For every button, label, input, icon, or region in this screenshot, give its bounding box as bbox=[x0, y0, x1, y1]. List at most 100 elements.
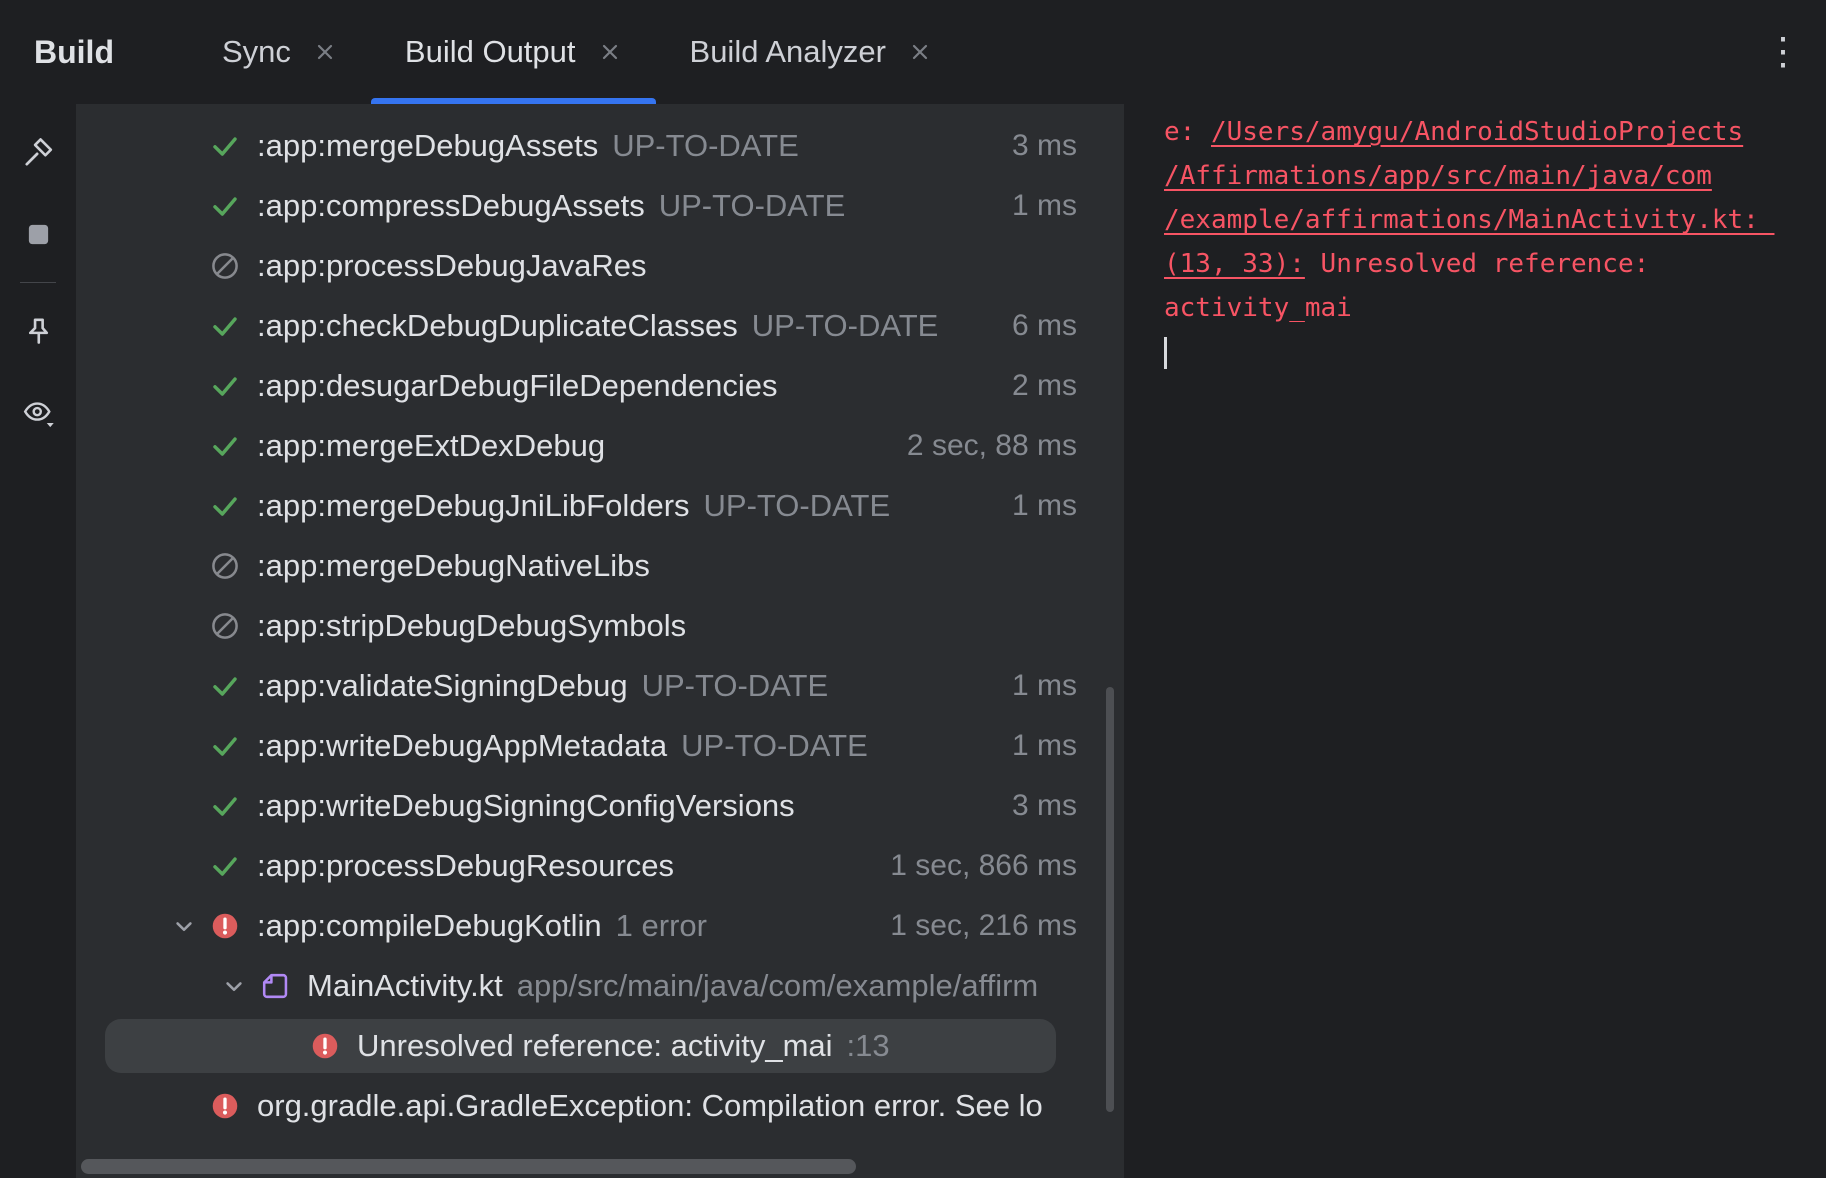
console-line: /example/affirmations/MainActivity.kt: bbox=[1164, 198, 1810, 242]
console-error-text: activity_mai bbox=[1164, 293, 1352, 323]
tree-row-detail: UP-TO-DATE bbox=[612, 128, 799, 163]
tree-row-label: Unresolved reference: activity_mai bbox=[357, 1028, 833, 1063]
console-file-link[interactable]: (13, 33): bbox=[1164, 249, 1305, 279]
tree-row[interactable]: Unresolved reference: activity_mai :13 bbox=[76, 1016, 1124, 1076]
tool-window-title: Build bbox=[34, 33, 114, 70]
chevron-down-icon[interactable] bbox=[161, 910, 207, 942]
tree-row-label: MainActivity.kt bbox=[307, 968, 503, 1003]
tree-row-label: org.gradle.api.GradleException: Compilat… bbox=[257, 1088, 1043, 1123]
tree-row-label: :app:validateSigningDebug bbox=[257, 668, 628, 703]
pin-icon[interactable] bbox=[16, 309, 60, 353]
close-icon[interactable] bbox=[908, 40, 932, 64]
chevron-slot-empty bbox=[161, 310, 207, 342]
chevron-slot-empty bbox=[261, 1030, 307, 1062]
chevron-slot-empty bbox=[161, 1090, 207, 1122]
success-check-icon bbox=[209, 850, 241, 882]
success-check-icon bbox=[209, 190, 241, 222]
tree-row-label: :app:processDebugResources bbox=[257, 848, 675, 883]
skipped-task-icon bbox=[209, 610, 241, 642]
chevron-slot-empty bbox=[161, 730, 207, 762]
error-icon bbox=[209, 910, 241, 942]
error-icon bbox=[209, 1090, 241, 1122]
tree-row-label: :app:compressDebugAssets bbox=[257, 188, 645, 223]
console-line: /Affirmations/app/src/main/java/com bbox=[1164, 154, 1810, 198]
tree-row[interactable]: :app:processDebugJavaRes bbox=[76, 236, 1124, 296]
console-file-link[interactable]: /Users/amygu/AndroidStudioProjects bbox=[1210, 117, 1744, 147]
tree-row-detail: :13 bbox=[846, 1028, 890, 1063]
header-spacer bbox=[966, 0, 1740, 104]
chevron-slot-empty bbox=[161, 850, 207, 882]
show-filter-eye-icon[interactable] bbox=[16, 391, 60, 435]
console-caret-line bbox=[1164, 330, 1810, 374]
success-check-icon bbox=[209, 310, 241, 342]
tree-row-label: :app:stripDebugDebugSymbols bbox=[257, 608, 687, 643]
tab-build-analyzer[interactable]: Build Analyzer bbox=[656, 0, 966, 104]
more-options-icon[interactable]: ⋮ bbox=[1764, 31, 1802, 73]
tree-row[interactable]: :app:mergeExtDexDebug 2 sec, 88 ms bbox=[76, 416, 1124, 476]
tree-row-detail: UP-TO-DATE bbox=[751, 308, 939, 343]
success-check-icon bbox=[209, 790, 241, 822]
tree-row-detail: UP-TO-DATE bbox=[681, 728, 868, 763]
tree-row-duration: 2 sec, 88 ms bbox=[906, 429, 1077, 462]
stop-square-icon[interactable] bbox=[16, 212, 60, 256]
chevron-slot-empty bbox=[161, 610, 207, 642]
tree-row-label: :app:desugarDebugFileDependencies bbox=[257, 368, 778, 403]
tree-row-duration: 1 ms bbox=[1011, 189, 1077, 222]
horizontal-scrollbar[interactable] bbox=[81, 1159, 856, 1174]
build-hammer-icon[interactable] bbox=[16, 130, 60, 174]
tree-row-label: :app:mergeExtDexDebug bbox=[257, 428, 606, 463]
tree-row-label: :app:writeDebugSigningConfigVersions bbox=[257, 788, 795, 823]
tab-sync[interactable]: Sync bbox=[188, 0, 371, 104]
console-file-link[interactable]: /Affirmations/app/src/main/java/com bbox=[1164, 161, 1712, 191]
console-line: e: /Users/amygu/AndroidStudioProjects bbox=[1164, 110, 1810, 154]
close-icon[interactable] bbox=[313, 40, 337, 64]
tree-row-duration: 3 ms bbox=[1011, 129, 1077, 162]
console-error-text: e: bbox=[1164, 117, 1211, 147]
tab-build-output[interactable]: Build Output bbox=[370, 0, 656, 104]
vertical-scrollbar[interactable] bbox=[1106, 687, 1114, 1112]
chevron-down-icon[interactable] bbox=[211, 970, 257, 1002]
tab-label: Build Output bbox=[404, 34, 576, 69]
tree-row-label: :app:mergeDebugJniLibFolders bbox=[257, 488, 690, 523]
tree-row-detail: UP-TO-DATE bbox=[641, 668, 829, 703]
chevron-slot-empty bbox=[161, 550, 207, 582]
close-icon[interactable] bbox=[598, 40, 622, 64]
chevron-slot-empty bbox=[161, 370, 207, 402]
console-error-text: Unresolved reference: bbox=[1304, 249, 1650, 279]
left-toolbar bbox=[0, 104, 76, 1178]
tree-row[interactable]: :app:validateSigningDebug UP-TO-DATE 1 ms bbox=[76, 656, 1124, 716]
console-file-link[interactable]: /example/affirmations/MainActivity.kt: bbox=[1164, 205, 1775, 235]
tab-label: Sync bbox=[221, 34, 291, 69]
text-cursor bbox=[1164, 336, 1167, 369]
tree-row[interactable]: :app:mergeDebugNativeLibs bbox=[76, 536, 1124, 596]
chevron-slot-empty bbox=[161, 130, 207, 162]
tree-row-duration: 1 sec, 216 ms bbox=[890, 909, 1077, 942]
tree-row-duration: 1 ms bbox=[1011, 669, 1077, 702]
tree-row[interactable]: :app:processDebugResources 1 sec, 866 ms bbox=[76, 836, 1124, 896]
tree-row-duration: 1 ms bbox=[1011, 489, 1077, 522]
console-line: activity_mai bbox=[1164, 286, 1810, 330]
tree-row-label: :app:processDebugJavaRes bbox=[257, 248, 647, 283]
success-check-icon bbox=[209, 430, 241, 462]
tab-bar: Sync Build Output Build Analyzer bbox=[188, 0, 966, 104]
tree-row[interactable]: org.gradle.api.GradleException: Compilat… bbox=[76, 1076, 1124, 1136]
tree-row-duration: 1 ms bbox=[1011, 729, 1077, 762]
skipped-task-icon bbox=[209, 250, 241, 282]
skipped-task-icon bbox=[209, 550, 241, 582]
tree-row-label: :app:mergeDebugNativeLibs bbox=[257, 548, 650, 583]
tree-row[interactable]: :app:stripDebugDebugSymbols bbox=[76, 596, 1124, 656]
tree-row-duration: 1 sec, 866 ms bbox=[890, 849, 1077, 882]
